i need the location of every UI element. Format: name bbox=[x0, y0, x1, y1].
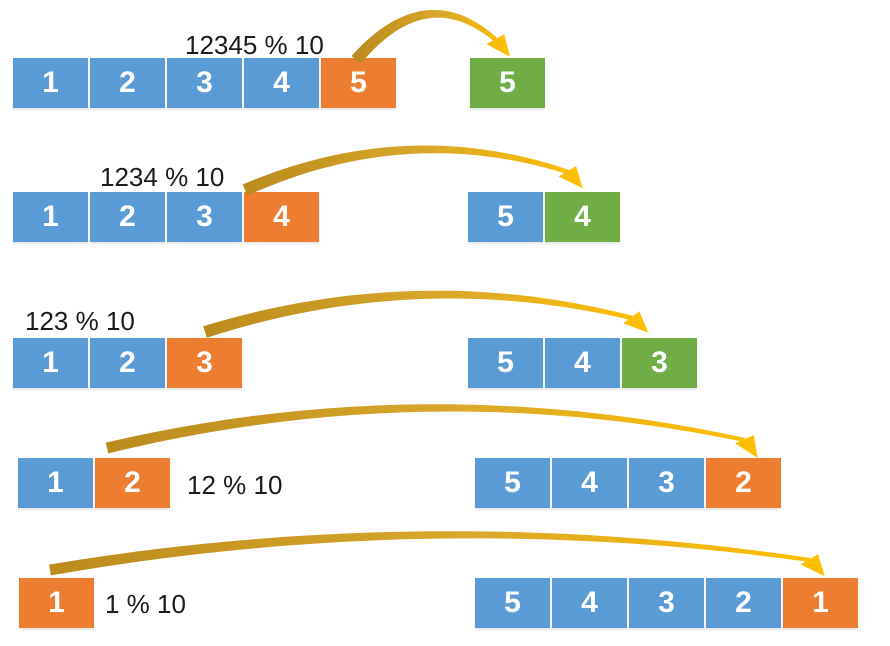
curved-arrow-body bbox=[242, 145, 569, 196]
digit-cell-blue: 1 bbox=[13, 58, 88, 108]
curved-arrow-head bbox=[735, 435, 758, 458]
digit-cell-orange: 5 bbox=[321, 58, 396, 108]
digit-cell-blue: 4 bbox=[244, 58, 319, 108]
digit-cell-blue: 5 bbox=[475, 458, 550, 508]
digit-cell-green: 4 bbox=[545, 192, 620, 242]
digit-cell-blue: 2 bbox=[90, 338, 165, 388]
modulo-label-row5: 1 % 10 bbox=[105, 589, 186, 619]
digit-cell-orange: 4 bbox=[244, 192, 319, 242]
curved-arrow-body bbox=[49, 531, 811, 576]
curved-arrow-head bbox=[800, 554, 825, 577]
digit-cell-blue: 1 bbox=[13, 338, 88, 388]
modulo-label-row4: 12 % 10 bbox=[187, 470, 283, 500]
digit-cell-blue: 5 bbox=[468, 192, 543, 242]
modulo-label-row3: 123 % 10 bbox=[25, 306, 135, 336]
digit-cell-orange: 2 bbox=[706, 458, 781, 508]
digit-cell-blue: 2 bbox=[90, 192, 165, 242]
digit-cell-blue: 3 bbox=[629, 458, 704, 508]
curved-arrow-body bbox=[203, 290, 633, 338]
source-array-row5: 1 bbox=[19, 578, 94, 628]
curved-arrow-head bbox=[623, 311, 649, 333]
digit-cell-orange: 3 bbox=[167, 338, 242, 388]
digit-cell-blue: 5 bbox=[468, 338, 543, 388]
digit-cell-blue: 3 bbox=[167, 58, 242, 108]
modulo-label-row2: 1234 % 10 bbox=[100, 162, 225, 192]
digit-cell-blue: 2 bbox=[90, 58, 165, 108]
result-array-row1: 5 bbox=[470, 58, 545, 108]
digit-cell-green: 5 bbox=[470, 58, 545, 108]
digit-cell-blue: 3 bbox=[629, 578, 704, 628]
digit-cell-orange: 1 bbox=[783, 578, 858, 628]
curved-arrow-head bbox=[558, 166, 583, 189]
curved-arrow-head bbox=[486, 34, 511, 57]
digit-cell-blue: 1 bbox=[18, 458, 93, 508]
digit-cell-orange: 2 bbox=[95, 458, 170, 508]
digit-cell-green: 3 bbox=[622, 338, 697, 388]
digit-cell-blue: 4 bbox=[552, 578, 627, 628]
curved-arrow-body bbox=[351, 10, 498, 64]
digit-cell-blue: 1 bbox=[13, 192, 88, 242]
curved-arrow-body bbox=[105, 404, 746, 454]
digit-cell-blue: 4 bbox=[552, 458, 627, 508]
digit-cell-blue: 4 bbox=[545, 338, 620, 388]
digit-cell-blue: 3 bbox=[167, 192, 242, 242]
digit-cell-orange: 1 bbox=[19, 578, 94, 628]
modulo-label-row1: 12345 % 10 bbox=[185, 30, 324, 60]
digit-cell-blue: 2 bbox=[706, 578, 781, 628]
digit-cell-blue: 5 bbox=[475, 578, 550, 628]
